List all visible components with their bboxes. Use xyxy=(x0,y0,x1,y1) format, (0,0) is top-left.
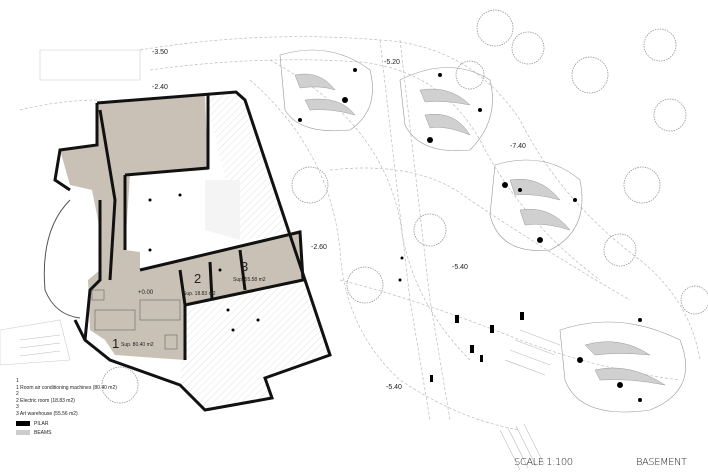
room-2-number: 2 xyxy=(194,271,202,286)
room-2-area: Sup. 18.83 m2 xyxy=(183,291,216,297)
level-marker: -2.40 xyxy=(152,84,168,91)
curved-wall xyxy=(43,199,81,319)
level-marker: -7.40 xyxy=(510,143,526,150)
equipment xyxy=(91,289,181,350)
legend-item: 1 xyxy=(16,378,19,384)
room-1-number: 1 xyxy=(112,336,120,351)
level-marker: -5.40 xyxy=(452,264,468,271)
pillars-building xyxy=(148,193,260,332)
scale-label: SCALE 1:100 xyxy=(514,457,573,468)
stairs xyxy=(19,329,561,471)
level-marker: -3.50 xyxy=(152,49,168,56)
legend-pillar: PILAR xyxy=(16,421,117,428)
legend-item: 1 Room air conditioning machines (80.40 … xyxy=(16,384,117,391)
planting-shapes xyxy=(294,73,666,386)
site-islands xyxy=(0,49,686,413)
site-paths xyxy=(19,36,701,431)
legend-item: 2 xyxy=(16,391,19,397)
legend: 1 1 Room air conditioning machines (80.4… xyxy=(16,378,117,436)
level-marker: -5.40 xyxy=(386,384,402,391)
room-3-number: 3 xyxy=(241,259,249,274)
level-marker: +0.00 xyxy=(138,290,154,296)
trees xyxy=(101,9,708,404)
level-marker: -5.20 xyxy=(384,59,400,66)
pillar-label: PILAR xyxy=(34,421,49,427)
sheet-title: BASEMENT xyxy=(636,457,687,468)
legend-beams: BEAMS xyxy=(16,430,117,437)
legend-item: 2 Electric room (18.83 m2) xyxy=(16,397,75,404)
pillars-site xyxy=(298,68,642,402)
pillar-swatch xyxy=(16,421,30,427)
room-1-area: Sup. 80.40 m2 xyxy=(121,342,154,348)
room-fills xyxy=(60,95,303,360)
beams-swatch xyxy=(16,429,30,435)
legend-item: 3 xyxy=(16,404,19,410)
level-marker: -2.60 xyxy=(311,244,327,251)
beams-label: BEAMS xyxy=(34,429,52,436)
walls xyxy=(53,90,332,412)
room-3-area: Sup. 55.58 m2 xyxy=(233,277,266,283)
legend-item: 3 Art warehouse (55.56 m2) xyxy=(16,410,78,417)
